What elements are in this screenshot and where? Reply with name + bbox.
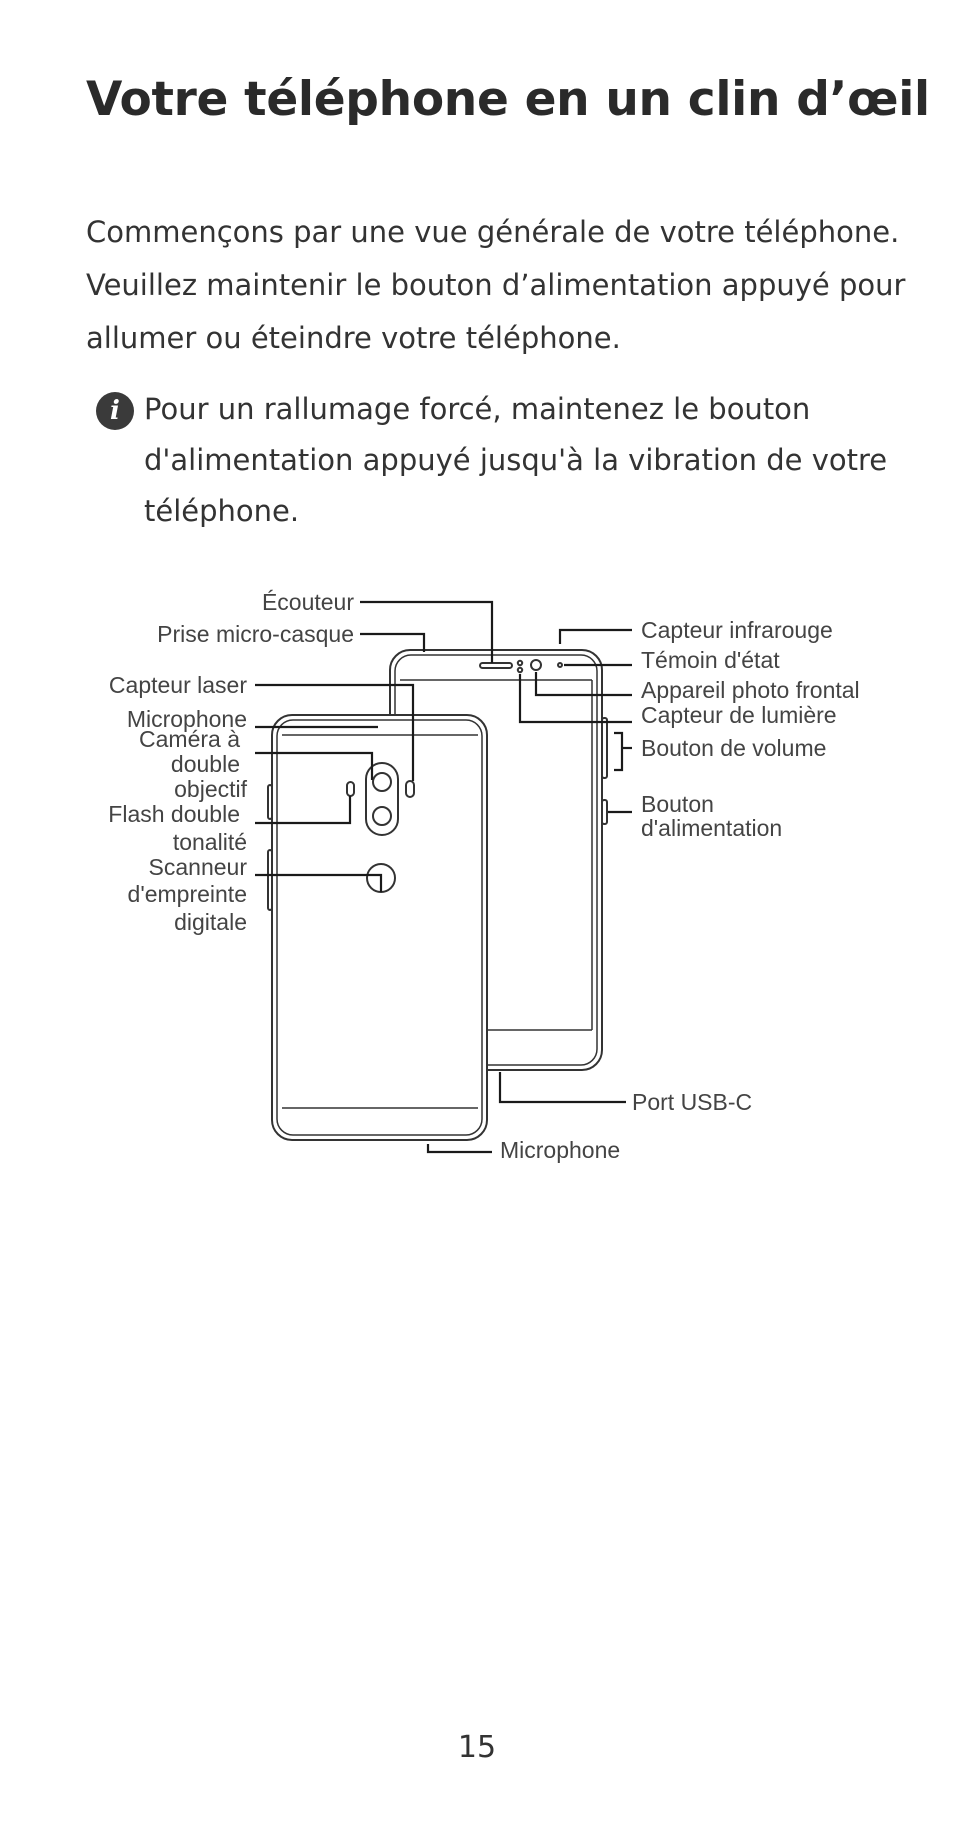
label-dual-camera-line-3: objectif <box>174 776 247 802</box>
leader-lines <box>255 600 632 1154</box>
label-earpiece: Écouteur <box>262 589 354 615</box>
label-light-sensor: Capteur de lumière <box>641 702 837 728</box>
label-status-indicator: Témoin d'état <box>641 647 780 673</box>
diagram-labels: Écouteur Prise micro-casque Capteur lase… <box>108 589 859 1163</box>
label-volume-button: Bouton de volume <box>641 735 826 761</box>
label-power-button-line-1: Bouton <box>641 791 714 817</box>
label-flash-line-1: Flash double <box>108 801 240 827</box>
label-fingerprint-line-2: d'empreinte <box>128 881 247 907</box>
label-laser-sensor: Capteur laser <box>109 672 247 698</box>
label-headset-jack: Prise micro-casque <box>157 621 354 647</box>
label-flash-line-2: tonalité <box>173 829 247 855</box>
label-fingerprint-line-3: digitale <box>174 909 247 935</box>
note-text: Pour un rallumage forcé, maintenez le bo… <box>144 392 888 528</box>
label-fingerprint-line-1: Scanneur <box>149 854 248 880</box>
label-microphone-top: Microphone <box>127 706 247 732</box>
label-dual-camera-line-2: double <box>171 751 240 777</box>
label-power-button-line-2: d'alimentation <box>641 815 782 841</box>
label-infrared-sensor: Capteur infrarouge <box>641 617 833 643</box>
label-front-camera: Appareil photo frontal <box>641 677 860 703</box>
phone-diagram: Écouteur Prise micro-casque Capteur lase… <box>108 589 859 1163</box>
page-number: 15 <box>457 1730 497 1765</box>
label-dual-camera-line-1: Caméra à <box>139 726 240 752</box>
intro-line-1: Commençons par une vue générale de votre… <box>86 215 900 249</box>
label-usb-port: Port USB-C <box>632 1089 752 1115</box>
page-title: Votre téléphone en un clin d’œil <box>86 72 930 127</box>
intro-line-2: Veuillez maintenir le bouton d’alimentat… <box>86 268 906 355</box>
info-icon: i <box>96 392 134 430</box>
intro-paragraph: Commençons par une vue générale de votre… <box>86 206 906 365</box>
label-microphone-bottom: Microphone <box>500 1137 620 1163</box>
phone-back-illustration <box>267 714 488 1141</box>
